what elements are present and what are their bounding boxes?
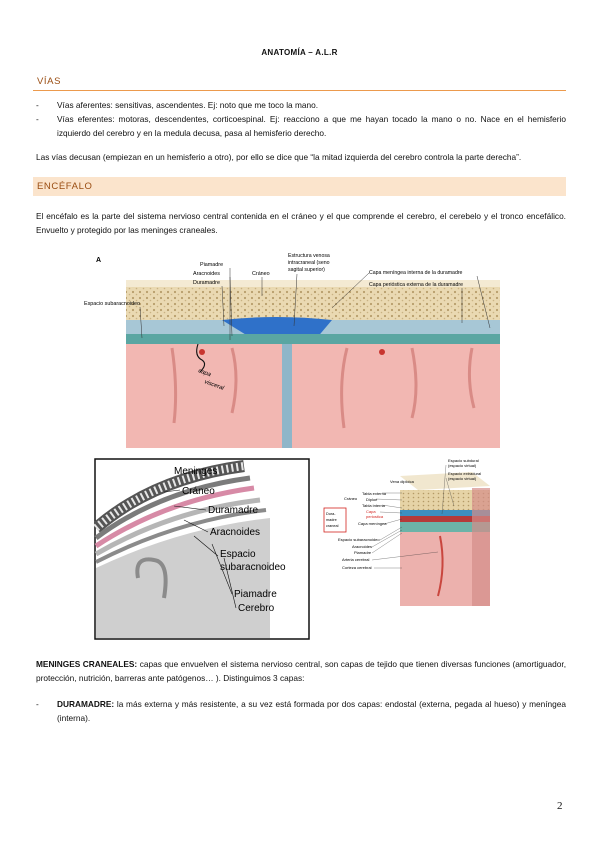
label-aracnoides: Aracnoides [193,271,220,277]
sulcus [230,347,238,414]
page-header: ANATOMÍA – A.L.R [261,48,338,57]
label-duramadre-1: Dura- [326,512,336,516]
label-tabla-interna: Tabla interna [362,503,386,508]
paragraph-meninges-craneales: MENINGES CRANEALES: capas que envuelven … [36,657,566,685]
label-capa-meningea: Capa meníngea [358,521,387,526]
sulcus [410,347,418,419]
label-espacio-subaracnoideo: Espacio subaracnoideo [84,301,140,307]
duramadre-definition: la más externa y más resistente, a su ve… [57,699,566,723]
label-meninges: Meninges [174,466,217,477]
label-duramadre: Duramadre [193,280,220,286]
label-estructura-venosa-1: Estructura venosa [288,253,330,259]
sulcus [135,557,168,599]
label-capa-periostica: Capa perióstica externa de la duramadre [369,282,463,288]
term-meninges-craneales: MENINGES CRANEALES: [36,659,138,669]
label-piamadre: Piamadre [200,262,223,268]
sulcus [340,347,349,429]
label-espacio-subdural-2: (espacio virtual) [448,463,477,468]
bullet-text: DURAMADRE: la más externa y más resisten… [57,697,566,725]
sulcus [170,347,178,424]
label-espacio-subdural-1: Espacio subdural [448,458,479,463]
label-aracnoides: Aracnoides [210,527,260,538]
meninges-arcs [94,460,270,638]
paragraph-encefalo: El encéfalo es la parte del sistema nerv… [36,211,566,235]
bullet-text: Vías aferentes: sensitivas, ascendentes.… [57,100,319,110]
label-vena-diploica: Vena diploica [390,479,415,484]
block-bone [400,490,490,510]
meninges-definition: capas que envuelven el sistema nervioso … [36,659,567,683]
cortex-left [126,344,282,448]
label-espacio-extradural-2: (espacio virtual) [448,476,477,481]
section-heading-encefalo: ENCÉFALO [33,177,566,196]
label-estructura-venosa-3: sagital superior) [288,267,325,273]
sulcus [467,347,476,409]
label-espacio-extradural-1: Espacio extradural [448,471,481,476]
falx [282,344,292,448]
figure-meninges-block: Espacio subdural (espacio virtual) Espac… [323,458,490,606]
block-meningeal [400,516,490,522]
list-item-vias-eferentes: - Vías eferentes: motoras, descendentes,… [36,112,566,140]
label-espacio-subaracnoideo: Espacio subaracnoideo [338,537,380,542]
label-duramadre-2: madre [326,518,337,522]
label-estructura-venosa-2: intracraneal (seno [288,260,330,266]
list-item-duramadre: - DURAMADRE: la más externa y más resist… [36,697,566,725]
handwriting-capa: capa [197,368,212,378]
block-dura [400,510,490,516]
label-subaracnoideo: subaracnoideo [220,562,286,573]
label-craneo: Cráneo [252,271,270,277]
artery [199,349,205,355]
block-side [472,488,490,606]
bullet-dash: - [36,699,39,709]
figure-meninges-cross-section: A Piamadre Aracnoides Duramadre Espacio … [82,248,500,448]
arachnoid-layer [126,334,500,344]
label-piamadre: Piamadre [354,550,372,555]
label-capa-periostica-2: periostica [366,514,384,519]
block-top [400,472,490,490]
figure-meninges-schematic: Meninges Cráneo Duramadre Aracnoides Esp… [94,458,310,640]
term-duramadre: DURAMADRE: [57,699,115,709]
label-aracnoides: Aracnoides [352,544,372,549]
page-number: 2 [557,800,563,812]
highlight-box [323,507,347,533]
label-piamadre: Piamadre [234,589,277,600]
label-duramadre-3: craneal [326,524,339,528]
label-arteria-cerebral: Arteria cerebral [342,557,369,562]
list-item-vias-aferentes: - Vías aferentes: sensitivas, ascendente… [36,98,566,112]
artery [379,349,385,355]
label-duramadre: Duramadre [208,505,258,516]
bullet-text: Vías eferentes: motoras, descendentes, c… [57,114,566,138]
handwriting-stroke [196,343,206,373]
label-capa-periostica-1: Capa [366,509,376,514]
panel-letter: A [96,257,101,264]
label-espacio: Espacio [220,549,256,560]
block-artery [437,535,444,597]
label-craneo: Cráneo [182,486,215,497]
label-craneo: Cráneo [344,496,358,501]
section-heading-vias: VÍAS [33,72,566,91]
label-corteza-cerebral: Corteza cerebral [342,565,372,570]
label-cerebro: Cerebro [238,603,275,614]
skull-bone [126,286,500,320]
paragraph-decusacion: Las vías decusan (empiezan en un hemisfe… [36,152,522,162]
block-arachnoid [400,522,490,532]
label-diploe: Diploe [366,497,378,502]
bullet-dash: - [36,114,39,124]
outer-table [126,280,500,287]
bullet-dash: - [36,100,39,110]
label-capa-meningea: Capa meníngea interna de la duramadre [369,270,463,276]
label-tabla-externa: Tabla externa [362,491,387,496]
